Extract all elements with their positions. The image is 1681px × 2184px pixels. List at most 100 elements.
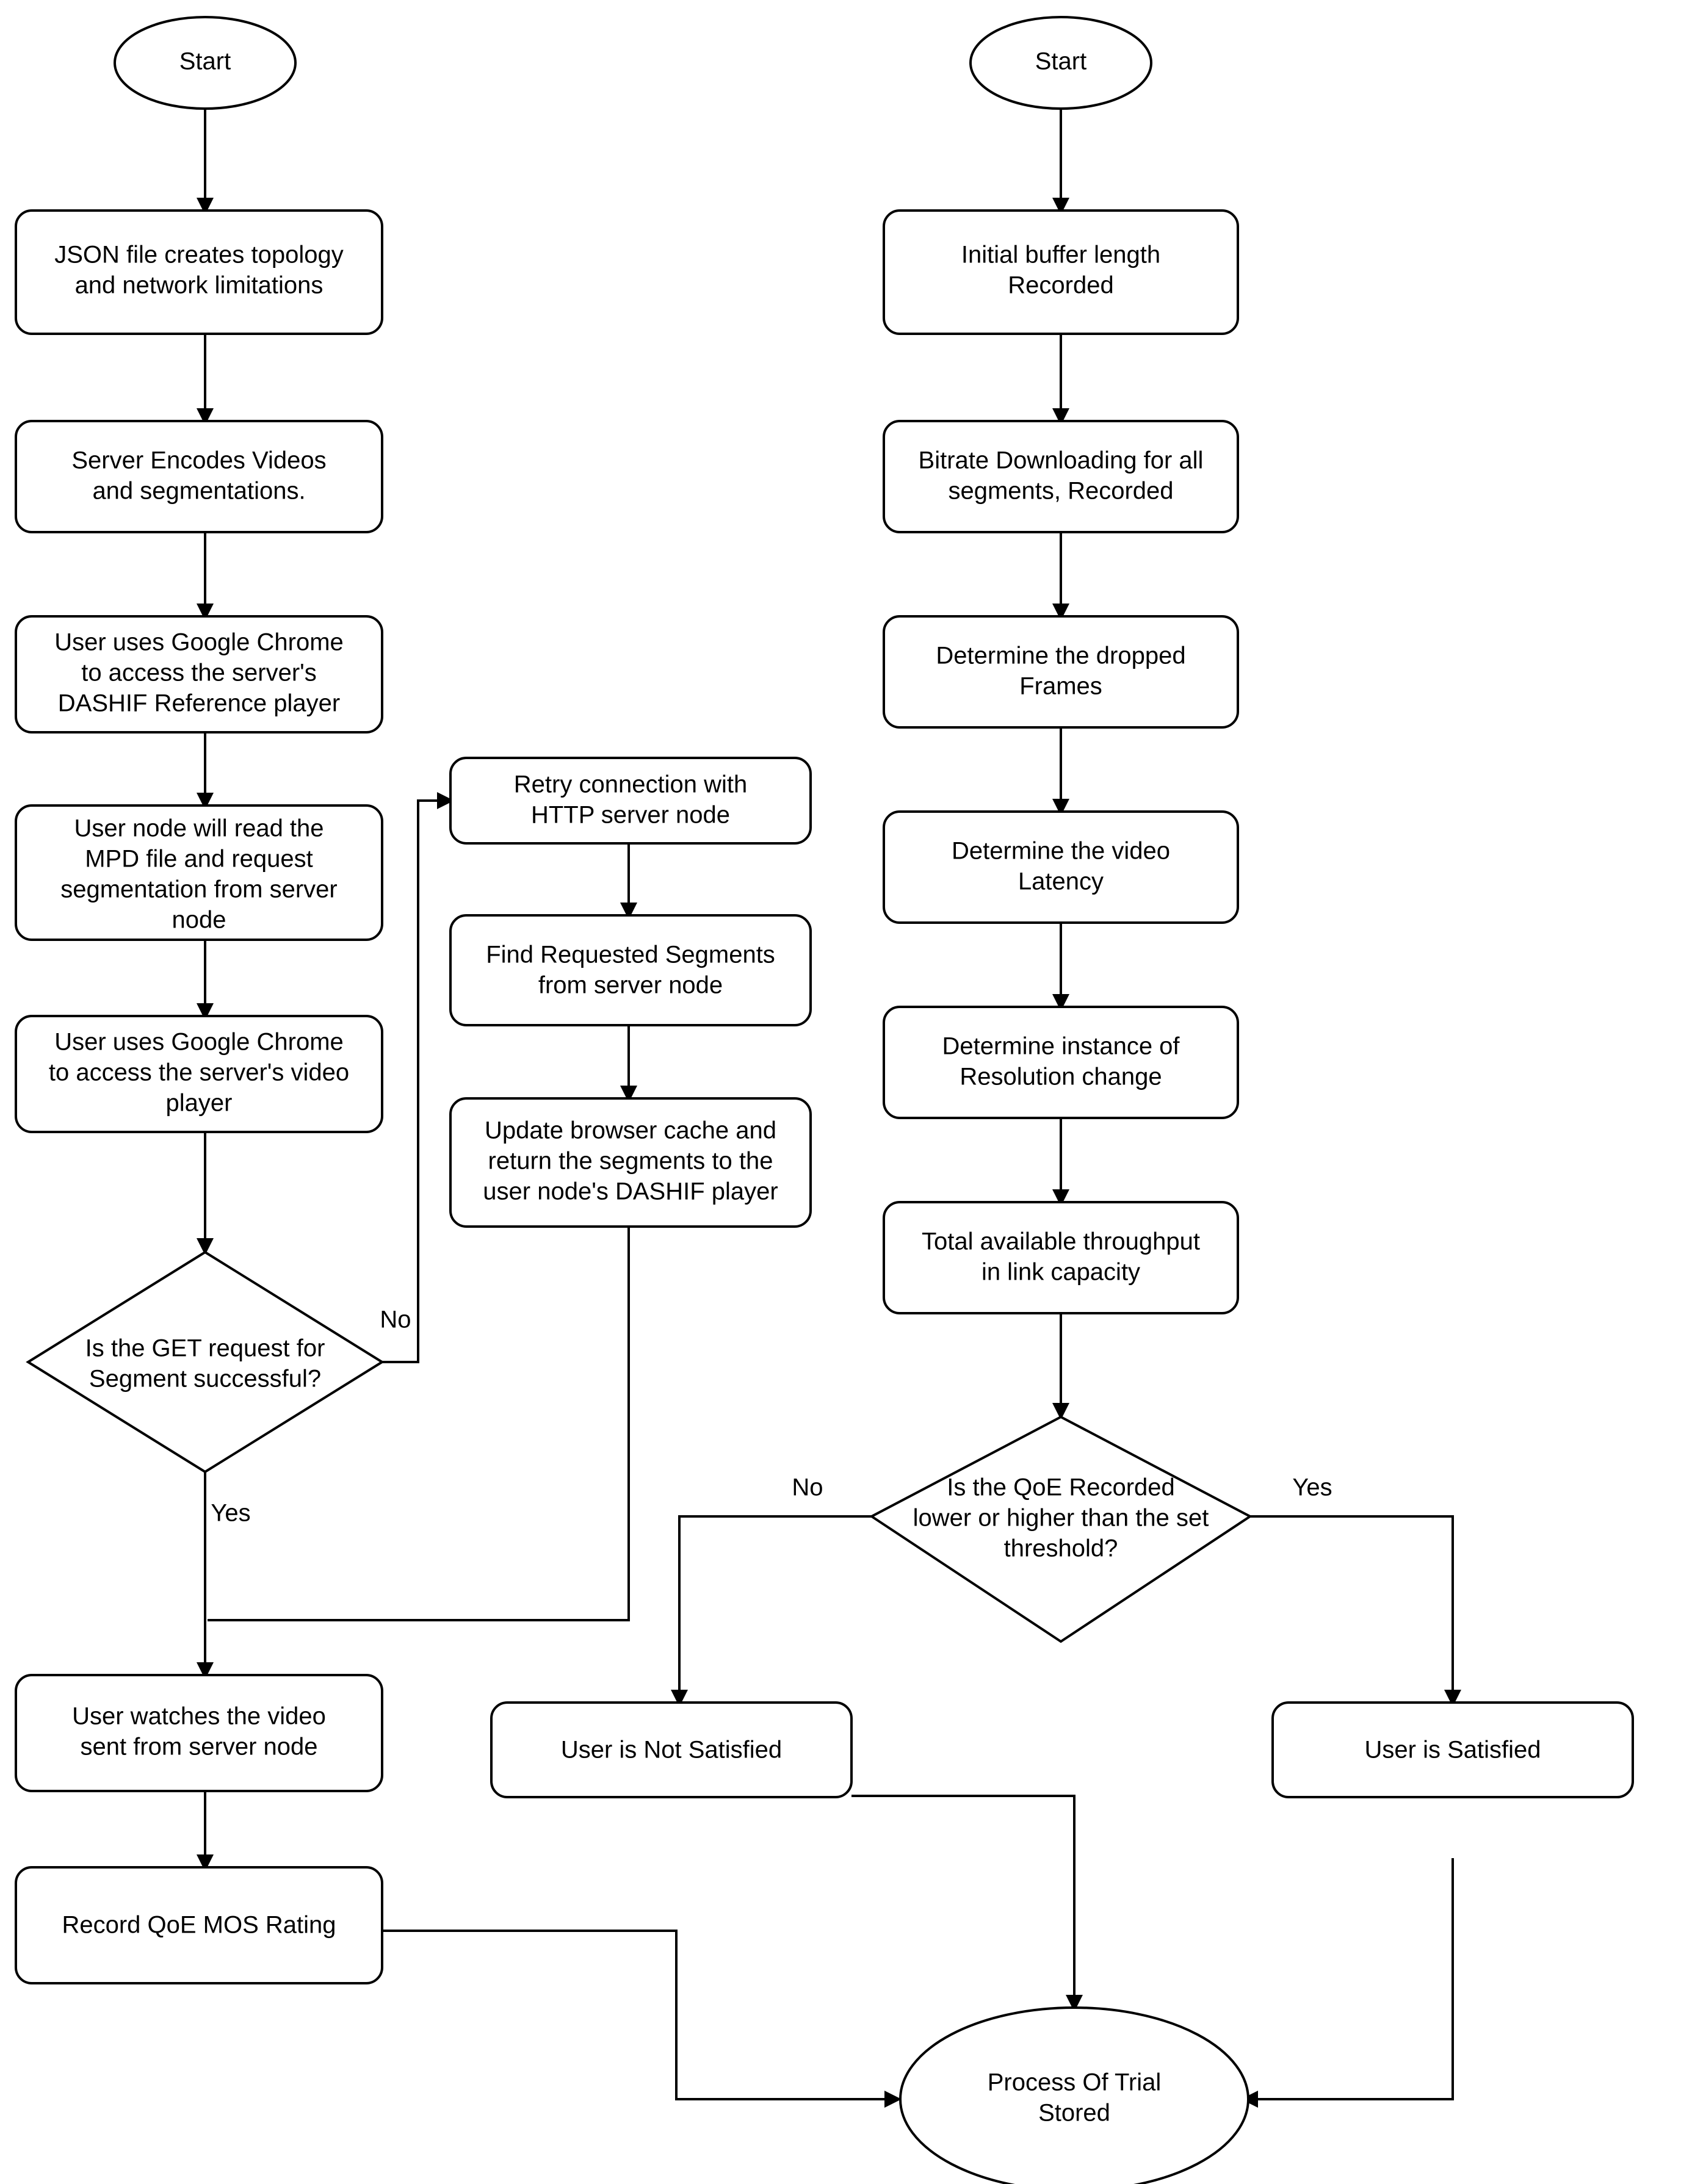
record-mos-box bbox=[15, 1866, 383, 1984]
node-find-segments[interactable]: Find Requested Segments from server node bbox=[449, 914, 812, 1026]
chrome-video-box bbox=[15, 1015, 383, 1133]
find-segments-box bbox=[449, 914, 812, 1026]
record-mos-line1: Record QoE MOS Rating bbox=[62, 1912, 336, 1939]
server-encodes-line1: Server Encodes Videos bbox=[71, 447, 326, 474]
bitrate-downloading-box bbox=[883, 420, 1239, 533]
edge-satisfied-to-process-stored bbox=[1241, 1858, 1454, 2108]
not-satisfied-box bbox=[490, 1701, 853, 1798]
resolution-change-line2: Resolution change bbox=[960, 1064, 1162, 1090]
qoe-decision-diamond bbox=[869, 1415, 1253, 1643]
edge-label-qoe-yes: Yes bbox=[1292, 1474, 1332, 1501]
edge-get-decision-no-to-retry bbox=[381, 792, 454, 1363]
json-topology-line1: JSON file creates topology bbox=[54, 242, 344, 268]
node-read-mpd[interactable]: User node will read the MPD file and req… bbox=[15, 804, 383, 941]
node-server-encodes[interactable]: Server Encodes Videos and segmentations. bbox=[15, 420, 383, 533]
read-mpd-line1: User node will read the bbox=[74, 815, 324, 842]
bitrate-downloading-line1: Bitrate Downloading for all bbox=[919, 447, 1204, 474]
node-watches-video[interactable]: User watches the video sent from server … bbox=[15, 1674, 383, 1792]
retry-connection-box bbox=[449, 757, 812, 845]
node-dropped-frames[interactable]: Determine the dropped Frames bbox=[883, 615, 1239, 729]
server-encodes-box bbox=[15, 420, 383, 533]
update-cache-line2: return the segments to the bbox=[488, 1148, 773, 1175]
qoe-decision-line3: threshold? bbox=[1004, 1535, 1118, 1562]
dropped-frames-line1: Determine the dropped bbox=[936, 643, 1185, 669]
start-right-ellipse bbox=[969, 16, 1152, 110]
node-chrome-dashif[interactable]: User uses Google Chrome to access the se… bbox=[15, 615, 383, 733]
node-initial-buffer[interactable]: Initial buffer length Recorded bbox=[883, 209, 1239, 335]
not-satisfied-line1: User is Not Satisfied bbox=[561, 1737, 782, 1764]
edge-label-get-no: No bbox=[380, 1306, 411, 1333]
node-start-right[interactable]: Start bbox=[969, 16, 1152, 110]
node-start-left[interactable]: Start bbox=[114, 16, 297, 110]
node-process-stored[interactable]: Process Of Trial Stored bbox=[899, 2006, 1249, 2184]
retry-connection-line1: Retry connection with bbox=[514, 771, 747, 798]
watches-video-box bbox=[15, 1674, 383, 1792]
node-retry-connection[interactable]: Retry connection with HTTP server node bbox=[449, 757, 812, 845]
get-decision-diamond bbox=[26, 1250, 385, 1474]
json-topology-box bbox=[15, 209, 383, 335]
edge-qoe-no-to-not-satisfied bbox=[671, 1515, 873, 1707]
node-bitrate-downloading[interactable]: Bitrate Downloading for all segments, Re… bbox=[883, 420, 1239, 533]
node-get-decision[interactable]: Is the GET request for Segment successfu… bbox=[26, 1250, 385, 1474]
node-update-cache[interactable]: Update browser cache and return the segm… bbox=[449, 1097, 812, 1228]
watches-video-line1: User watches the video bbox=[72, 1703, 326, 1730]
update-cache-box bbox=[449, 1097, 812, 1228]
satisfied-line1: User is Satisfied bbox=[1365, 1737, 1541, 1764]
edge-record-mos-to-process-stored bbox=[381, 1930, 902, 2108]
node-satisfied[interactable]: User is Satisfied bbox=[1271, 1701, 1634, 1798]
resolution-change-line1: Determine instance of bbox=[942, 1033, 1180, 1060]
process-stored-ellipse bbox=[899, 2006, 1249, 2184]
edge-label-get-yes: Yes bbox=[211, 1500, 250, 1527]
throughput-line2: in link capacity bbox=[981, 1259, 1140, 1286]
initial-buffer-line2: Recorded bbox=[1008, 272, 1113, 299]
start-left-ellipse bbox=[114, 16, 297, 110]
update-cache-line3: user node's DASHIF player bbox=[483, 1178, 778, 1205]
initial-buffer-box bbox=[883, 209, 1239, 335]
throughput-box bbox=[883, 1201, 1239, 1314]
read-mpd-box bbox=[15, 804, 383, 941]
start-right-label: Start bbox=[1035, 48, 1086, 75]
chrome-video-line1: User uses Google Chrome bbox=[54, 1029, 344, 1056]
chrome-dashif-box bbox=[15, 615, 383, 733]
chrome-video-line2: to access the server's video bbox=[49, 1059, 349, 1086]
chrome-video-line3: player bbox=[166, 1090, 233, 1117]
watches-video-line2: sent from server node bbox=[80, 1734, 317, 1761]
node-video-latency[interactable]: Determine the video Latency bbox=[883, 810, 1239, 924]
satisfied-box bbox=[1271, 1701, 1634, 1798]
read-mpd-line2: MPD file and request bbox=[85, 846, 313, 873]
node-throughput[interactable]: Total available throughput in link capac… bbox=[883, 1201, 1239, 1314]
node-not-satisfied[interactable]: User is Not Satisfied bbox=[490, 1701, 853, 1798]
get-decision-line1: Is the GET request for bbox=[85, 1335, 325, 1362]
dropped-frames-box bbox=[883, 615, 1239, 729]
edge-not-satisfied-to-process-stored bbox=[851, 1795, 1083, 2012]
chrome-dashif-line1: User uses Google Chrome bbox=[54, 629, 344, 656]
node-record-mos[interactable]: Record QoE MOS Rating bbox=[15, 1866, 383, 1984]
qoe-decision-line2: lower or higher than the set bbox=[913, 1505, 1209, 1532]
dropped-frames-line2: Frames bbox=[1019, 673, 1102, 700]
node-json-topology[interactable]: JSON file creates topology and network l… bbox=[15, 209, 383, 335]
chrome-dashif-line3: DASHIF Reference player bbox=[58, 690, 340, 717]
bitrate-downloading-line2: segments, Recorded bbox=[948, 478, 1173, 505]
edge-qoe-yes-to-satisfied bbox=[1249, 1515, 1461, 1707]
node-resolution-change[interactable]: Determine instance of Resolution change bbox=[883, 1006, 1239, 1119]
node-chrome-video[interactable]: User uses Google Chrome to access the se… bbox=[15, 1015, 383, 1133]
update-cache-line1: Update browser cache and bbox=[485, 1117, 776, 1144]
process-stored-line2: Stored bbox=[1038, 2100, 1110, 2127]
video-latency-box bbox=[883, 810, 1239, 924]
edge-label-qoe-no: No bbox=[792, 1474, 823, 1501]
chrome-dashif-line2: to access the server's bbox=[81, 660, 317, 687]
node-qoe-decision[interactable]: Is the QoE Recorded lower or higher than… bbox=[869, 1415, 1253, 1643]
video-latency-line2: Latency bbox=[1018, 868, 1104, 895]
read-mpd-line3: segmentation from server bbox=[60, 876, 338, 903]
start-left-label: Start bbox=[179, 48, 231, 75]
initial-buffer-line1: Initial buffer length bbox=[961, 242, 1160, 268]
find-segments-line1: Find Requested Segments bbox=[486, 942, 775, 968]
read-mpd-line4: node bbox=[172, 907, 226, 934]
server-encodes-line2: and segmentations. bbox=[92, 478, 305, 505]
qoe-decision-line1: Is the QoE Recorded bbox=[947, 1474, 1175, 1501]
edge-update-cache-to-yes-branch bbox=[208, 1227, 630, 1621]
resolution-change-box bbox=[883, 1006, 1239, 1119]
find-segments-line2: from server node bbox=[538, 972, 723, 999]
